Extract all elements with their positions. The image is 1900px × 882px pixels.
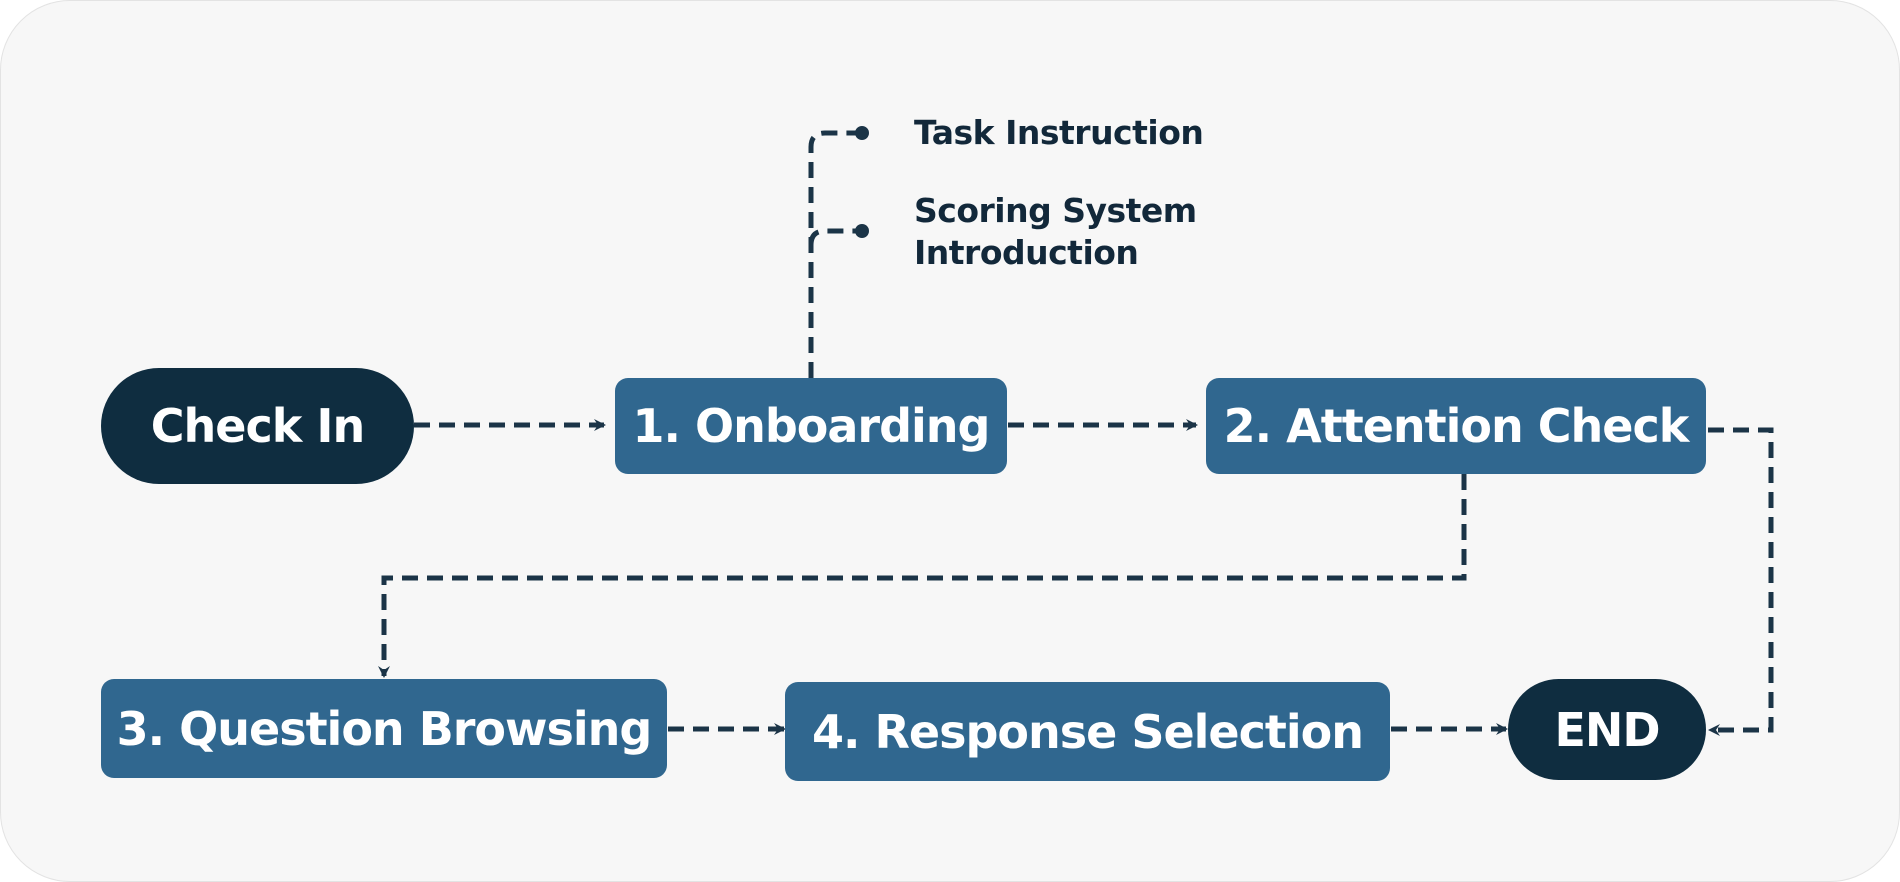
branch-scoring-note	[808, 228, 862, 246]
question-browsing-node: 3. Question Browsing	[101, 679, 667, 778]
scoring-system-line2: Introduction	[914, 233, 1139, 272]
task-instruction-bullet-icon	[855, 126, 869, 140]
scoring-system-bullet-icon	[855, 224, 869, 238]
response-selection-node: 4. Response Selection	[785, 682, 1390, 781]
arrow-attention-to-question-browsing	[378, 474, 1467, 678]
scoring-system-line1: Scoring System	[914, 191, 1197, 230]
scoring-system-note: Scoring System Introduction	[914, 190, 1197, 274]
arrow-attention-to-end	[1708, 427, 1774, 736]
task-instruction-note: Task Instruction	[914, 112, 1204, 154]
check-in-node: Check In	[101, 368, 414, 484]
task-instruction-text: Task Instruction	[914, 113, 1204, 152]
end-node: END	[1508, 679, 1706, 780]
branch-onboarding-notes	[808, 130, 862, 378]
attention-check-node: 2. Attention Check	[1206, 378, 1706, 474]
onboarding-node: 1. Onboarding	[615, 378, 1007, 474]
